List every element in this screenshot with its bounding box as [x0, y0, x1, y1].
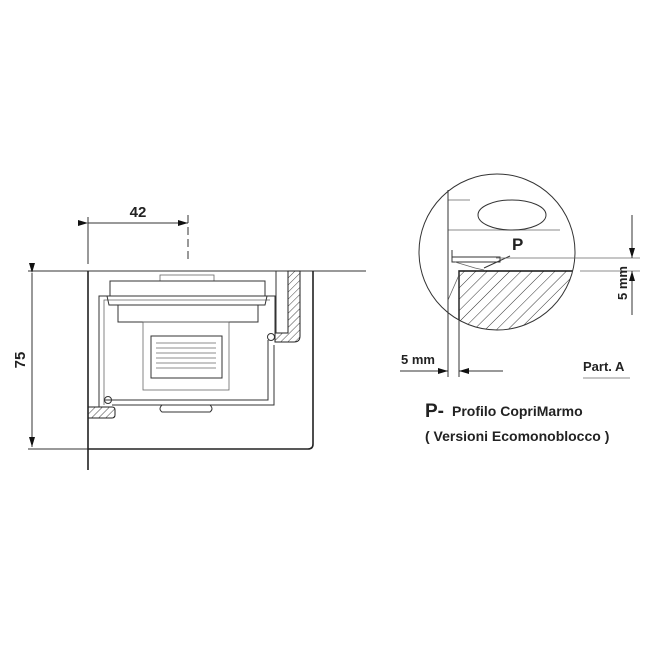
- cabinet-body: [87, 271, 314, 470]
- hob-unit: [106, 274, 268, 413]
- legend-line2: ( Versioni Ecomonoblocco ): [425, 428, 609, 444]
- horizontal-5mm-label: 5 mm: [401, 352, 435, 367]
- right-profile: [274, 270, 301, 343]
- detail-view: P 5 mm 5 mm Part. A: [400, 173, 640, 379]
- vertical-5mm-label: 5 mm: [615, 266, 630, 300]
- marble-section: [458, 270, 575, 330]
- detail-title: Part. A: [583, 359, 625, 374]
- profile-marker: P: [512, 235, 523, 254]
- left-profile: [87, 406, 116, 419]
- dimension-horizontal-5mm: 5 mm: [400, 352, 503, 374]
- dimension-height: 75: [12, 263, 35, 447]
- hob-ellipse: [477, 199, 547, 231]
- dimension-width: 42: [78, 204, 189, 264]
- legend-line1: Profilo CopriMarmo: [452, 403, 583, 419]
- detail-circle: [418, 173, 576, 331]
- dimension-vertical-5mm: 5 mm: [496, 215, 640, 315]
- legend-prefix: P-: [425, 401, 444, 422]
- section-view: 42 75: [12, 204, 366, 470]
- height-label: 75: [12, 352, 29, 369]
- width-label: 42: [130, 204, 147, 221]
- legend: P- Profilo CopriMarmo ( Versioni Ecomono…: [425, 401, 609, 444]
